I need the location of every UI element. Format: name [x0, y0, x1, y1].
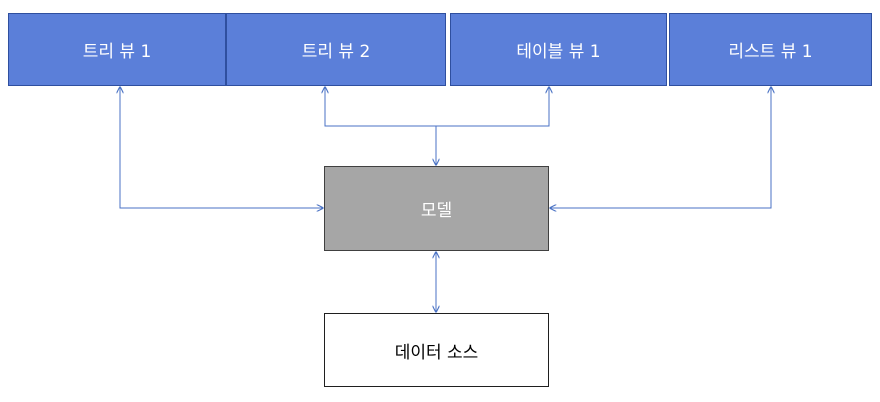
- data-source-label: 데이터 소스: [394, 342, 479, 363]
- connector-tree2-bus: [325, 87, 549, 127]
- table-view-1-box: 테이블 뷰 1: [450, 13, 667, 86]
- tree-view-1-label: 트리 뷰 1: [82, 42, 152, 62]
- list-view-1-box: 리스트 뷰 1: [669, 13, 872, 86]
- table-view-1-label: 테이블 뷰 1: [516, 42, 601, 62]
- model-box: 모델: [324, 166, 549, 251]
- connector-tree1-model: [120, 87, 323, 208]
- list-view-1-label: 리스트 뷰 1: [728, 42, 813, 62]
- connector-list1-model: [550, 87, 771, 208]
- tree-view-2-label: 트리 뷰 2: [301, 42, 371, 62]
- tree-view-2-box: 트리 뷰 2: [226, 13, 446, 86]
- tree-view-1-box: 트리 뷰 1: [8, 13, 226, 86]
- model-label: 모델: [420, 201, 453, 221]
- data-source-box: 데이터 소스: [324, 313, 549, 387]
